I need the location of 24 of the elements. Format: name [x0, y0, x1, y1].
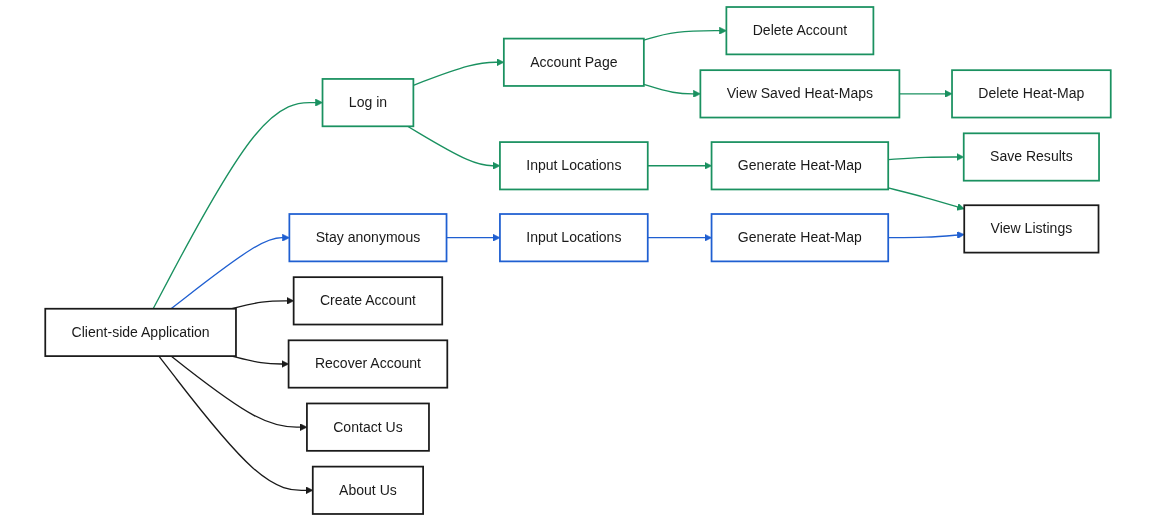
arrow — [643, 26, 727, 41]
node-box: Input Locations — [499, 141, 649, 191]
arrow — [887, 187, 965, 211]
node-box: Generate Heat-Map — [710, 213, 890, 263]
node-box: View Listings — [963, 204, 1100, 254]
arrow — [170, 233, 290, 310]
node-box: Create Account — [292, 276, 444, 326]
node-box: About Us — [311, 465, 424, 515]
node-box: Client-side Application — [44, 307, 237, 357]
node-box: Log in — [321, 78, 415, 128]
node-box: Account Page — [502, 37, 645, 87]
arrow — [647, 233, 712, 242]
arrow — [647, 161, 712, 170]
arrow — [152, 98, 323, 310]
node-box: View Saved Heat-Maps — [699, 69, 901, 119]
node-box: Delete Heat-Map — [951, 69, 1112, 119]
node-box: Recover Account — [287, 339, 449, 389]
node-box: Delete Account — [725, 6, 875, 56]
node-box: Generate Heat-Map — [710, 141, 890, 191]
node-box: Stay anonymous — [288, 213, 448, 263]
node-box: Save Results — [962, 132, 1100, 182]
node-box: Input Locations — [499, 213, 649, 263]
node-box: Contact Us — [306, 402, 430, 452]
arrow — [643, 83, 701, 98]
